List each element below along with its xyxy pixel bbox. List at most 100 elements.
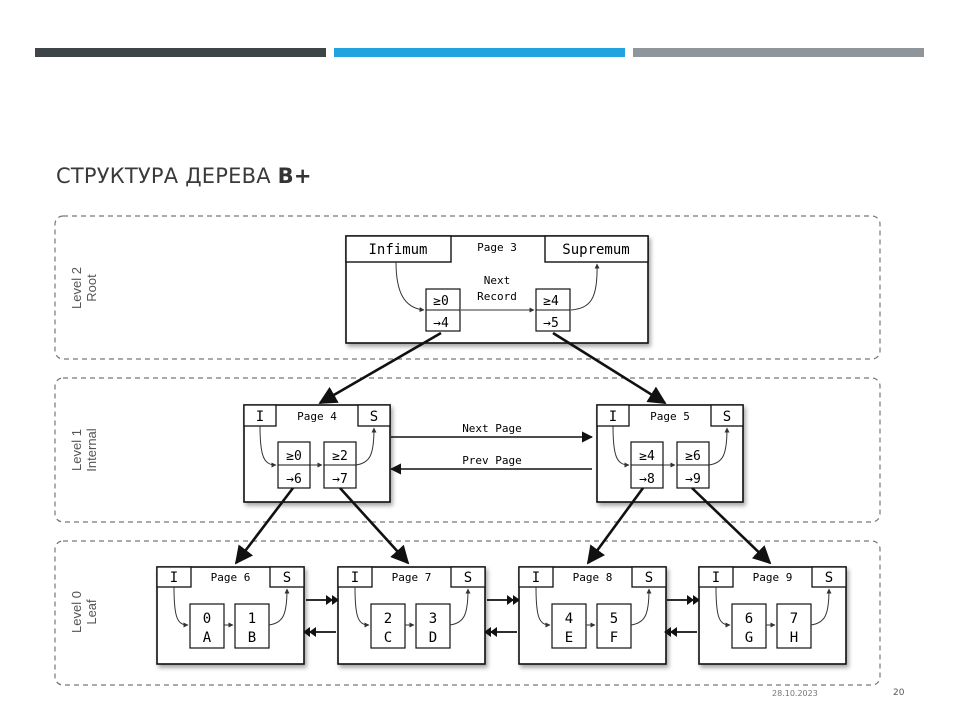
root-record-2-ptr: →5 (543, 316, 559, 331)
leaf-page-2-label: Page 7 (392, 571, 432, 584)
leaf-page-4-record-1: 6G (731, 603, 767, 649)
internal-to-leaf-arrows (234, 487, 772, 565)
header-bar-blue (334, 48, 625, 57)
leaf-page-1-record-2: 1B (234, 603, 270, 649)
level-1-frame (54, 377, 881, 523)
level-1-label-line1: Level 1 (69, 429, 84, 471)
internal-page-1: I S Page 4 ≥0 →6 ≥2 →7 (243, 404, 391, 503)
leaf-page-3-supremum: S (645, 570, 653, 586)
leaf-page-2-record-2: 3D (415, 603, 451, 649)
record-key: 6 (745, 611, 753, 627)
record-key: 4 (565, 611, 573, 627)
leaf-page-1-record-1: 0A (189, 603, 225, 649)
slide-title: СТРУКТУРА ДЕРЕВА B+ (56, 164, 312, 188)
record-value: D (429, 630, 437, 646)
leaf-page-3-record-1: 4E (551, 603, 587, 649)
internal-page-1-supremum: S (370, 409, 378, 425)
record-key: ≥4 (639, 449, 655, 464)
record-key: 3 (429, 611, 437, 627)
record-key: 2 (384, 611, 392, 627)
internal-page-1-record-2: ≥2 →7 (323, 441, 357, 489)
leaf-page-2-record-1: 2C (370, 603, 406, 649)
leaf-page-3-infimum: I (532, 570, 540, 586)
leaf-page-4-record-2: 7H (776, 603, 812, 649)
record-key: ≥2 (332, 449, 348, 464)
internal-page-1-record-1: ≥0 →6 (277, 441, 311, 489)
leaf-page-1-supremum: S (283, 570, 291, 586)
internal-links: Next Page Prev Page (389, 422, 594, 475)
internal-page-2-supremum: S (723, 409, 731, 425)
internal-page-2: I S Page 5 ≥4 →8 ≥6 →9 (596, 404, 744, 503)
internal-page-2-label: Page 5 (650, 410, 690, 423)
record-key: 7 (790, 611, 798, 627)
record-pointer: →9 (685, 472, 701, 487)
level-0-label-line1: Level 0 (69, 591, 84, 633)
level-2-label: Level 2 Root (69, 267, 99, 309)
record-value: B (248, 630, 256, 646)
level-2-label-line2: Root (84, 274, 99, 302)
leaf-page-4-infimum: I (712, 570, 720, 586)
leaf-page-4-supremum: S (825, 570, 833, 586)
leaf-link-1 (303, 595, 339, 637)
leaf-link-3 (664, 595, 700, 637)
root-record-1-key: ≥0 (433, 294, 449, 309)
record-pointer: →8 (639, 472, 655, 487)
header-bar-dark (35, 48, 326, 57)
footer-date: 28.10.2023 (772, 689, 818, 698)
level-1-label: Level 1 Internal (69, 428, 99, 471)
internal-page-1-label: Page 4 (297, 410, 337, 423)
leaf-page-2-supremum: S (464, 570, 472, 586)
internal-page-1-infimum: I (256, 409, 264, 425)
root-page: Infimum Supremum Page 3 Next Record ≥0 →… (345, 235, 649, 344)
record-value: A (203, 630, 212, 646)
record-value: F (610, 630, 618, 646)
level-2-frame (54, 215, 881, 360)
level-1-label-line2: Internal (84, 428, 99, 471)
record-key: ≥6 (685, 449, 701, 464)
root-to-page5-arrow (552, 331, 667, 405)
root-record-2-key: ≥4 (543, 294, 559, 309)
record-value: G (745, 630, 753, 646)
level-2-label-line1: Level 2 (69, 267, 84, 309)
level-0-frame (54, 540, 881, 686)
record-value: C (384, 630, 392, 646)
footer-page-number: 20 (893, 688, 905, 698)
record-pointer: →6 (286, 472, 302, 487)
leaf-page-1-infimum: I (170, 570, 178, 586)
record-key: 5 (610, 611, 618, 627)
header-bar-gray (633, 48, 924, 57)
record-value: E (565, 630, 573, 646)
record-key: ≥0 (286, 449, 302, 464)
slide-title-text: СТРУКТУРА ДЕРЕВА (56, 164, 278, 188)
leaf-page-3-label: Page 8 (573, 571, 613, 584)
internal-page-2-infimum: I (609, 409, 617, 425)
root-next-record-line1: Next (484, 274, 511, 287)
record-pointer: →7 (332, 472, 348, 487)
leaf-page-3-record-2: 5F (596, 603, 632, 649)
next-page-label: Next Page (462, 422, 522, 435)
prev-page-label: Prev Page (462, 454, 522, 467)
internal-page-2-record-1: ≥4 →8 (630, 441, 664, 489)
level-0-label-line2: Leaf (84, 599, 99, 625)
slide-title-bold: B+ (277, 164, 312, 188)
root-supremum: Supremum (562, 242, 629, 258)
record-value: H (790, 630, 798, 646)
leaf-link-2 (484, 595, 520, 637)
leaf-page-2-infimum: I (351, 570, 359, 586)
root-next-record-line2: Record (477, 290, 517, 303)
record-key: 0 (203, 611, 211, 627)
leaf-page-1-label: Page 6 (211, 571, 251, 584)
leaf-page-4-label: Page 9 (753, 571, 793, 584)
record-key: 1 (248, 611, 256, 627)
root-record-1-ptr: →4 (433, 316, 449, 331)
root-infimum: Infimum (368, 242, 427, 258)
root-to-page4-arrow (318, 331, 442, 405)
internal-page-2-record-2: ≥6 →9 (676, 441, 710, 489)
root-page-label: Page 3 (477, 241, 517, 254)
level-0-label: Level 0 Leaf (69, 591, 99, 633)
